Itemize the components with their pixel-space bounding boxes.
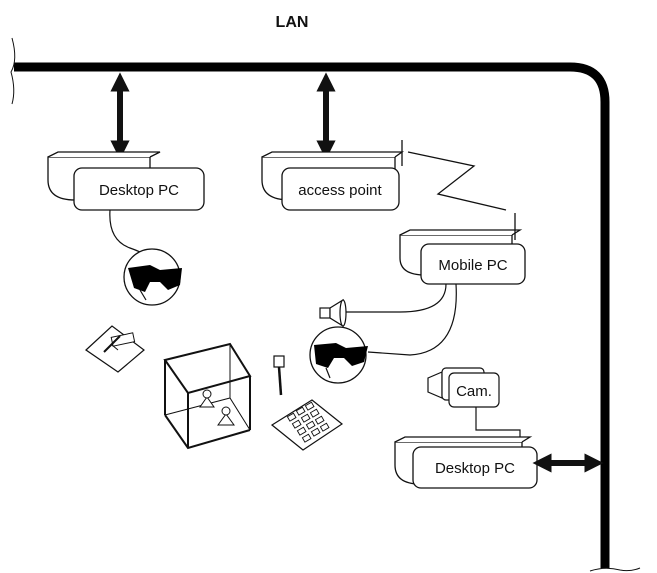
cable-camera-desktop: [475, 407, 521, 440]
3d-cube-with-pawns-icon: [163, 342, 252, 450]
mobile-pc-box: Mobile PC: [399, 213, 526, 285]
desktop-pc-bottom-box: Desktop PC: [394, 436, 538, 489]
lan-cut-bottom: [589, 567, 641, 572]
camera-label: Cam.: [456, 383, 492, 400]
speaker-icon: [319, 298, 347, 328]
wireless-link: [407, 151, 507, 211]
access-point-label: access point: [298, 182, 382, 199]
desktop-pc-top-label: Desktop PC: [99, 182, 179, 199]
head-with-shutter-glasses-icon: [123, 248, 182, 306]
mobile-pc-label: Mobile PC: [438, 257, 507, 274]
diagram-title: LAN: [276, 14, 309, 31]
access-point-box: access point: [261, 140, 405, 211]
keypad-grid-icon: [270, 399, 344, 451]
lan-bus: [14, 62, 610, 568]
cable-mobile-head-right: [367, 283, 457, 356]
cable-mobile-speaker: [343, 283, 447, 313]
head-with-shutter-glasses-icon: [309, 326, 368, 384]
desktop-pc-top-box: Desktop PC: [47, 151, 205, 211]
lan-cut-left: [10, 37, 16, 105]
desktop-pc-bottom-label: Desktop PC: [435, 460, 515, 477]
video-camera-icon: Cam.: [427, 367, 500, 408]
pen-stylus-icon: [273, 355, 285, 396]
pen-tablet-icon: [85, 325, 145, 373]
